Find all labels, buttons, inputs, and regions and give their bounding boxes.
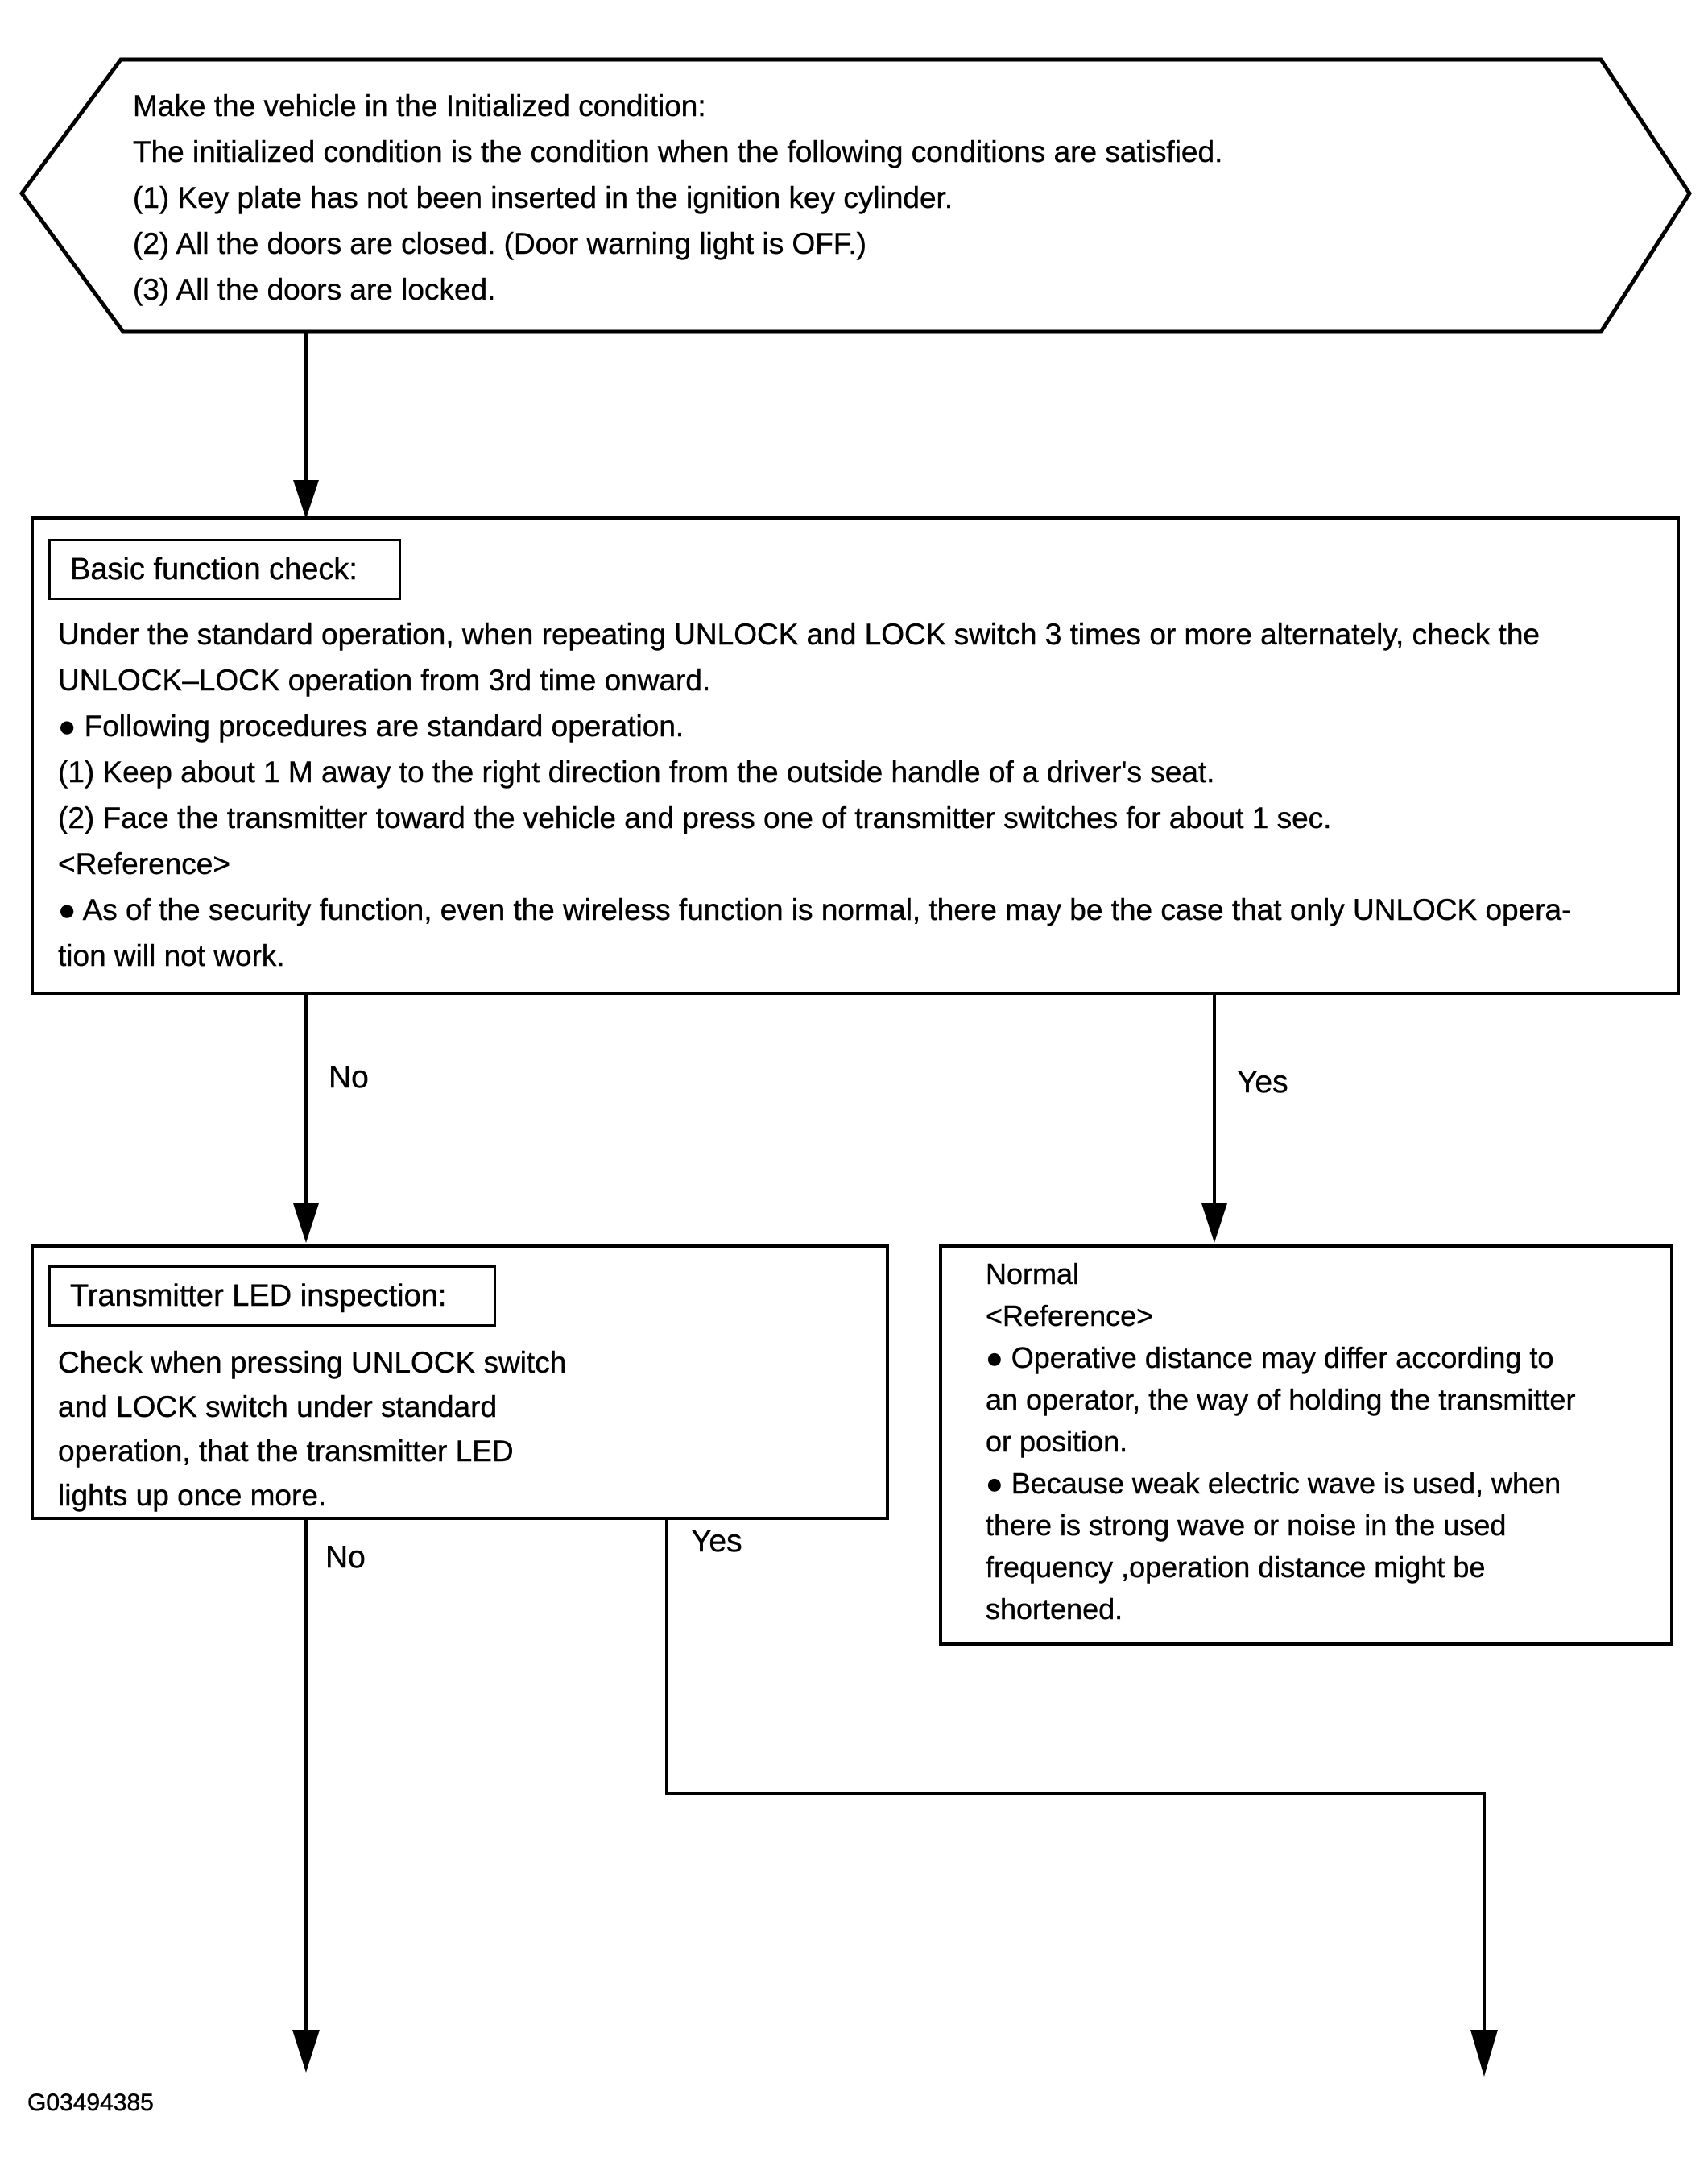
- normal-box-line: ● Operative distance may differ accordin…: [986, 1341, 1554, 1374]
- normal-box-line: an operator, the way of holding the tran…: [986, 1383, 1576, 1416]
- arrowhead-basic-yes: [1201, 1203, 1227, 1243]
- normal-box-line: shortened.: [986, 1592, 1123, 1625]
- branch-basic-no-label: No: [329, 1060, 369, 1095]
- branch-basic-yes-label: Yes: [1237, 1065, 1288, 1099]
- start-hexagon-shape: [19, 57, 1692, 334]
- branch-led-no-label: No: [325, 1540, 366, 1575]
- basic-box-line: (2) Face the transmitter toward the vehi…: [58, 801, 1332, 834]
- basic-box-line: (1) Keep about 1 M away to the right dir…: [58, 756, 1215, 789]
- arrowhead-basic-no: [293, 1203, 319, 1243]
- led-box-line: Check when pressing UNLOCK switch: [58, 1346, 567, 1379]
- arrow-led-yes-route: [665, 1518, 1486, 2031]
- arrowhead-led-yes: [1470, 2030, 1498, 2077]
- arrowhead-hexagon-to-basic: [293, 480, 319, 519]
- led-box-line: lights up once more.: [58, 1479, 327, 1512]
- hexagon-line: Make the vehicle in the Initialized cond…: [133, 89, 706, 122]
- led-box-line: and LOCK switch under standard: [58, 1390, 498, 1423]
- figure-code: G03494385: [27, 2089, 154, 2117]
- branch-led-yes-label: Yes: [691, 1524, 742, 1559]
- arrowhead-led-no: [292, 2030, 320, 2073]
- normal-box-line: Normal: [986, 1257, 1080, 1290]
- normal-box-line: there is strong wave or noise in the use…: [986, 1509, 1507, 1542]
- led-box-line: operation, that the transmitter LED: [58, 1435, 514, 1468]
- basic-box-line: ● As of the security function, even the …: [58, 893, 1572, 926]
- basic-box-line: ● Following procedures are standard oper…: [58, 710, 684, 743]
- basic-box-line: tion will not work.: [58, 939, 285, 972]
- basic-box-line: <Reference>: [58, 847, 230, 880]
- normal-box-line: frequency ,operation distance might be: [986, 1551, 1486, 1584]
- basic-function-check-label: Basic function check:: [48, 539, 401, 600]
- hexagon-line: (2) All the doors are closed. (Door warn…: [133, 227, 866, 260]
- hexagon-line: (3) All the doors are locked.: [133, 273, 496, 306]
- hexagon-line: (1) Key plate has not been inserted in t…: [133, 181, 953, 214]
- normal-box-line: or position.: [986, 1425, 1128, 1458]
- normal-result-box: [939, 1244, 1673, 1646]
- basic-box-line: Under the standard operation, when repea…: [58, 618, 1540, 651]
- normal-box-line: <Reference>: [986, 1299, 1154, 1332]
- transmitter-led-inspection-label: Transmitter LED inspection:: [48, 1265, 496, 1327]
- normal-box-line: ● Because weak electric wave is used, wh…: [986, 1467, 1561, 1500]
- basic-box-line: UNLOCK–LOCK operation from 3rd time onwa…: [58, 664, 711, 697]
- hexagon-line: The initialized condition is the conditi…: [133, 135, 1223, 168]
